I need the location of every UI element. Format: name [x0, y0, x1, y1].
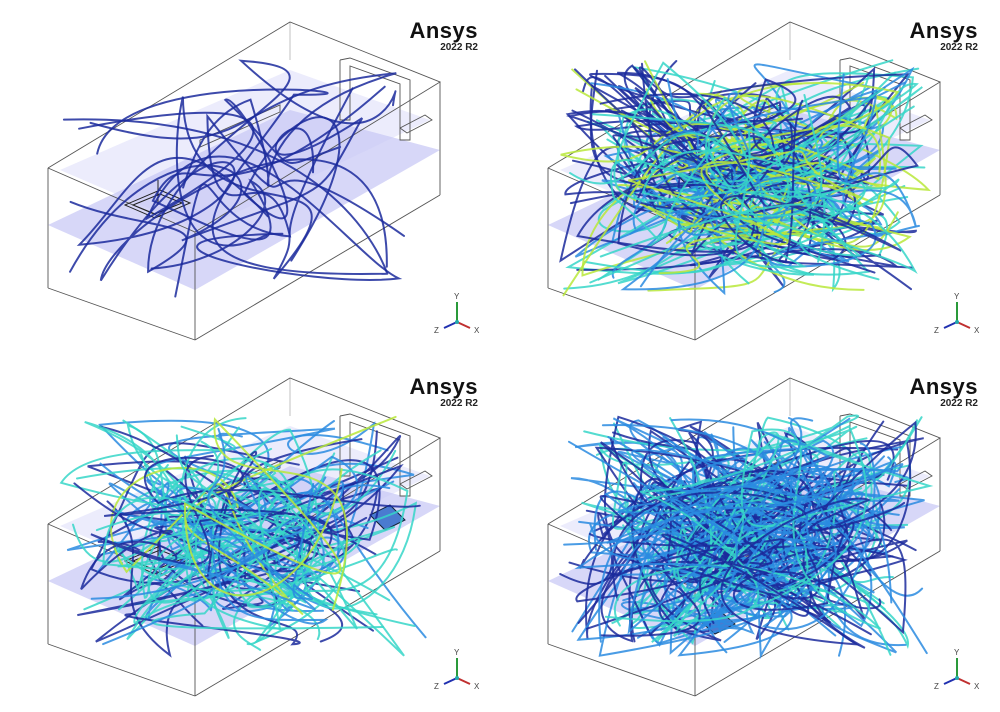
streamline [69, 59, 397, 274]
streamline [733, 88, 918, 274]
streamline [600, 440, 895, 643]
streamline [718, 486, 860, 589]
streamline [175, 434, 405, 657]
streamline [73, 454, 214, 590]
streamline [598, 456, 892, 643]
streamline [627, 417, 928, 655]
streamline [223, 98, 342, 262]
streamlines [559, 414, 934, 660]
streamline [210, 483, 329, 625]
streamline [639, 73, 917, 288]
axis-y-label: Y [454, 292, 460, 301]
logo-brand: Ansys [909, 374, 978, 399]
logo-version: 2022 R2 [440, 398, 478, 409]
streamline [89, 72, 397, 189]
streamline [666, 78, 888, 268]
streamline [175, 475, 340, 577]
axis-x-label: X [474, 326, 480, 335]
streamline [569, 113, 862, 257]
streamlines [62, 59, 405, 298]
streamline [610, 131, 880, 281]
streamline [612, 461, 837, 645]
logo-brand: Ansys [409, 18, 478, 43]
room-model [547, 377, 942, 697]
axis-z-label: Z [434, 326, 439, 335]
logo-version: 2022 R2 [940, 42, 978, 53]
axis-triad: Y X Z [932, 292, 982, 338]
axis-x-label: X [974, 326, 980, 335]
room-model [547, 21, 942, 341]
streamline [669, 416, 923, 594]
streamline [114, 506, 398, 630]
streamline [574, 470, 834, 574]
streamline [184, 417, 348, 611]
streamline [599, 491, 820, 637]
axis-z-label: Z [934, 682, 939, 691]
streamline [102, 447, 361, 586]
room-model [47, 377, 442, 697]
axis-x-label: X [474, 682, 480, 691]
streamline [628, 150, 874, 246]
streamline [575, 420, 917, 603]
axis-triad: Y X Z [432, 292, 482, 338]
logo-version: 2022 R2 [440, 42, 478, 53]
room-model [47, 21, 442, 341]
axis-y-label: Y [954, 648, 960, 657]
axis-x-label: X [974, 682, 980, 691]
streamline [599, 94, 900, 258]
streamline [78, 111, 403, 281]
streamline [702, 99, 902, 264]
axis-triad: Y X Z [432, 648, 482, 694]
logo-version: 2022 R2 [940, 398, 978, 409]
streamline [95, 457, 291, 599]
axis-y-label: Y [954, 292, 960, 301]
axis-z-label: Z [934, 326, 939, 335]
streamline [103, 456, 421, 534]
streamlines [59, 415, 427, 658]
logo-brand: Ansys [909, 18, 978, 43]
streamlines [559, 59, 932, 297]
streamline [661, 497, 906, 646]
streamline [90, 427, 317, 611]
streamline [601, 424, 909, 525]
streamline [62, 88, 389, 275]
axis-triad: Y X Z [932, 648, 982, 694]
streamline [649, 481, 872, 642]
axis-y-label: Y [454, 648, 460, 657]
streamline [147, 468, 409, 604]
logo-brand: Ansys [409, 374, 478, 399]
axis-z-label: Z [434, 682, 439, 691]
